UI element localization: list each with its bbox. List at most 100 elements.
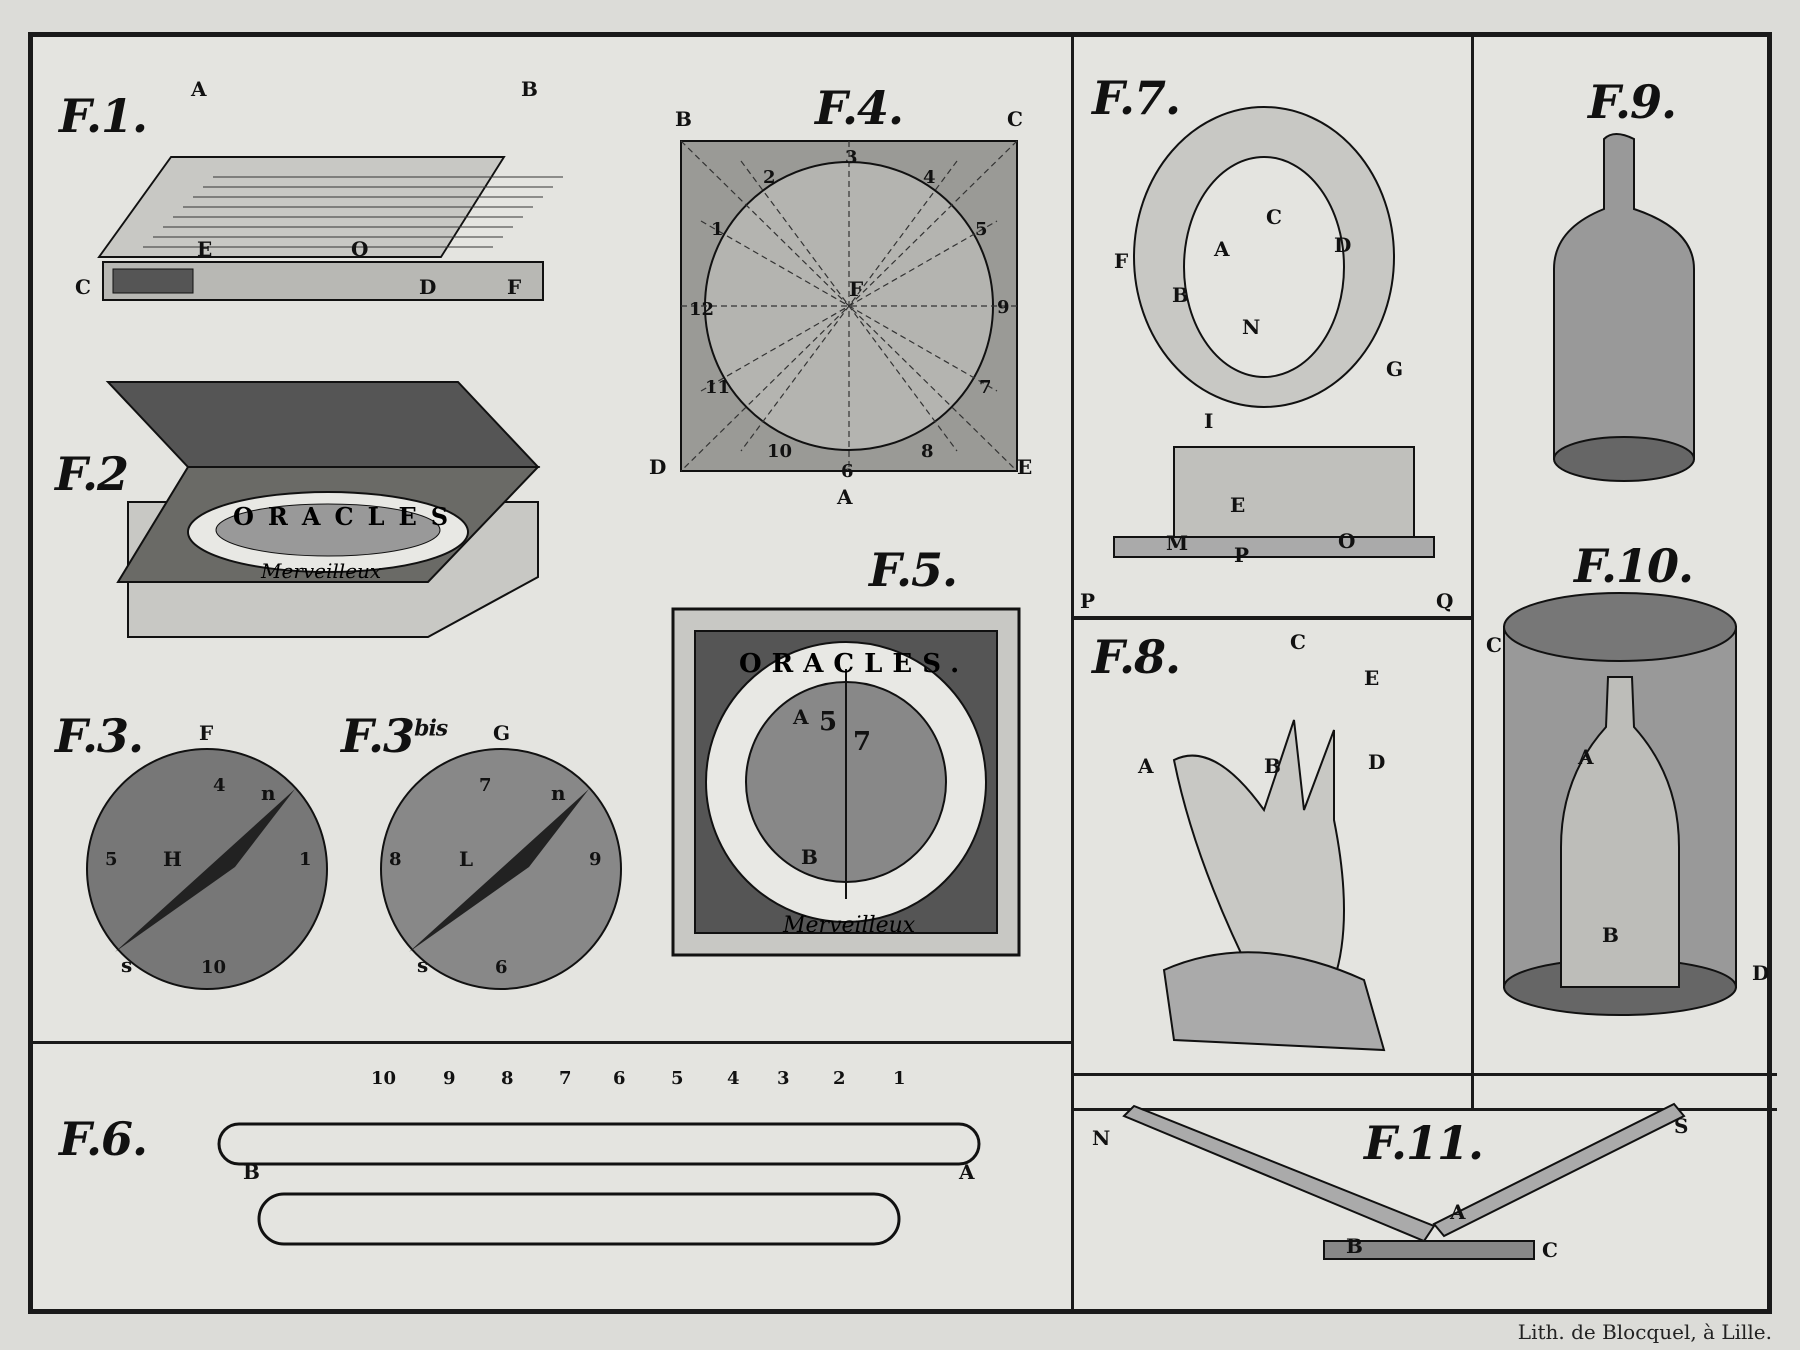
- figure-7-label-g: G: [1386, 357, 1404, 381]
- figure-2-scroll-text: Merveilleux: [261, 559, 382, 583]
- panel-figure-8: F.8. C E A B D: [1071, 617, 1473, 1111]
- figure-5-title: F.5.: [869, 543, 958, 597]
- figure-6-label-b: B: [243, 1160, 260, 1184]
- figure-8-label-d: D: [1368, 750, 1386, 774]
- figure-10-title: F.10.: [1574, 539, 1694, 593]
- figure-6-ring-number-4: 4: [727, 1068, 740, 1089]
- figure-3-disc: [86, 748, 328, 990]
- figure-4-digit-9: 9: [997, 297, 1010, 318]
- figure-4-label-c: C: [1007, 107, 1023, 131]
- figure-11-title: F.11.: [1364, 1116, 1484, 1170]
- figure-7-label-f: F: [1114, 249, 1129, 273]
- figure-4-digit-11: 11: [705, 377, 731, 398]
- figure-3bis-label-l: L: [459, 847, 474, 871]
- figure-10-label-c: C: [1486, 633, 1502, 657]
- figure-3bis-label-n: n: [551, 781, 566, 805]
- figure-4-title: F.4.: [815, 81, 904, 135]
- figure-3bis-digit-left: 8: [389, 849, 402, 870]
- figure-7-label-p-base: P: [1080, 589, 1096, 613]
- figure-7-title: F.7.: [1092, 71, 1181, 125]
- figure-6-ring-number-2: 2: [833, 1068, 846, 1089]
- figure-1-title: F.1.: [59, 89, 148, 143]
- figure-1-label-o: O: [351, 237, 369, 261]
- figure-3bis-disc: [380, 748, 622, 990]
- figure-10-label-b: B: [1602, 923, 1619, 947]
- figure-2-title: F.2: [55, 447, 129, 501]
- figure-7-label-e: E: [1230, 493, 1246, 517]
- figure-9-drawing: [1553, 133, 1695, 482]
- figure-10-drawing: [1503, 592, 1737, 1016]
- figure-11-label-c: C: [1542, 1238, 1558, 1262]
- panel-figure-11: F.11. N S A B C: [1071, 1073, 1777, 1314]
- figure-3-title: F.3.: [55, 709, 144, 763]
- figure-4-label-e: E: [1017, 455, 1033, 479]
- figure-2-ring-text: ORACLES: [233, 502, 463, 531]
- figure-4-label-b: B: [675, 107, 692, 131]
- figure-8-label-a: A: [1138, 754, 1154, 778]
- figure-3-label-n: n: [261, 781, 276, 805]
- figure-6-ring-number-5: 5: [671, 1068, 684, 1089]
- figure-4-drawing: [680, 140, 1018, 472]
- figure-5-scroll-text: Merveilleux: [783, 913, 916, 938]
- figure-7-label-m: M: [1166, 531, 1189, 555]
- figure-3bis-digit-bottom: 6: [495, 957, 508, 978]
- figure-5-label-a: A: [793, 705, 809, 729]
- figure-6-ring-number-8: 8: [501, 1068, 514, 1089]
- figure-6-ring-number-6: 6: [613, 1068, 626, 1089]
- figure-6-ring-number-3: 3: [777, 1068, 790, 1089]
- figure-1-drawing: [97, 156, 563, 301]
- figure-1-label-b: B: [521, 77, 538, 101]
- figure-5-digit-7: 7: [853, 727, 872, 757]
- figure-7-label-d: D: [1334, 233, 1352, 257]
- panel-figure-6: F.6. B A 10 9 8 7 6 5 4 3 2 1: [33, 1041, 1074, 1314]
- figure-5-digit-5: 5: [819, 707, 838, 737]
- figure-7-label-o: O: [1338, 529, 1356, 553]
- panel-figures-1-5: F.1. A B C D E F O F.2 ORACLES: [33, 37, 1074, 1043]
- figure-7-label-a: A: [1214, 237, 1230, 261]
- figure-10-label-a: A: [1578, 745, 1594, 769]
- figure-6-ring-number-10: 10: [371, 1068, 397, 1089]
- figure-3-digit-top: 4: [213, 775, 226, 796]
- figure-3-label-f: F: [199, 721, 214, 745]
- figure-8-title: F.8.: [1092, 630, 1181, 684]
- figure-4-digit-1: 1: [711, 219, 724, 240]
- figure-3bis-sup: bis: [414, 715, 448, 742]
- figure-6-ring-number-9: 9: [443, 1068, 456, 1089]
- figure-7-label-n: N: [1242, 315, 1261, 339]
- figure-4-label-d: D: [649, 455, 667, 479]
- figure-3bis-title-text: F.3: [341, 709, 415, 763]
- engraving-plate: F.1. A B C D E F O F.2 ORACLES: [28, 32, 1777, 1314]
- figure-6-ring-number-7: 7: [559, 1068, 572, 1089]
- figure-4-digit-8: 8: [921, 441, 934, 462]
- figure-4-digit-12: 12: [689, 299, 715, 320]
- figure-11-label-n: N: [1092, 1126, 1111, 1150]
- figure-9-title: F.9.: [1588, 75, 1677, 129]
- figure-6-ring-number-1: 1: [893, 1068, 906, 1089]
- figure-11-drawing: [1122, 1102, 1686, 1260]
- figure-3bis-digit-top: 7: [479, 775, 492, 796]
- figure-1-label-d: D: [419, 275, 437, 299]
- figure-4-digit-6: 6: [841, 461, 854, 482]
- figure-7-drawing: [1113, 106, 1435, 558]
- figure-7-label-b: B: [1172, 283, 1189, 307]
- figure-8-label-e: E: [1364, 666, 1380, 690]
- figure-7-label-c: C: [1266, 205, 1282, 229]
- figure-8-drawing: [1162, 719, 1386, 1052]
- figure-3-digit-right: 1: [299, 849, 312, 870]
- figure-1-label-f: F: [507, 275, 522, 299]
- figure-3-digit-left: 5: [105, 849, 118, 870]
- figure-3bis-label-s: s: [417, 953, 429, 977]
- figure-8-label-c: C: [1290, 630, 1306, 654]
- figure-6-title: F.6.: [59, 1112, 148, 1166]
- figure-4-digit-3: 3: [845, 147, 858, 168]
- figure-6-label-a: A: [959, 1160, 975, 1184]
- figure-1-label-a: A: [191, 77, 207, 101]
- figure-11-label-a: A: [1450, 1200, 1466, 1224]
- figure-5-label-b: B: [801, 845, 818, 869]
- panel-figure-7: F.7. C A D F B N G I E M O P P Q: [1071, 37, 1473, 619]
- figure-5-ring-text: ORACLES.: [739, 649, 970, 679]
- figure-2-drawing: [105, 381, 541, 638]
- figure-11-label-s: S: [1674, 1114, 1689, 1138]
- figure-1-label-c: C: [75, 275, 91, 299]
- figure-4-digit-5: 5: [975, 219, 988, 240]
